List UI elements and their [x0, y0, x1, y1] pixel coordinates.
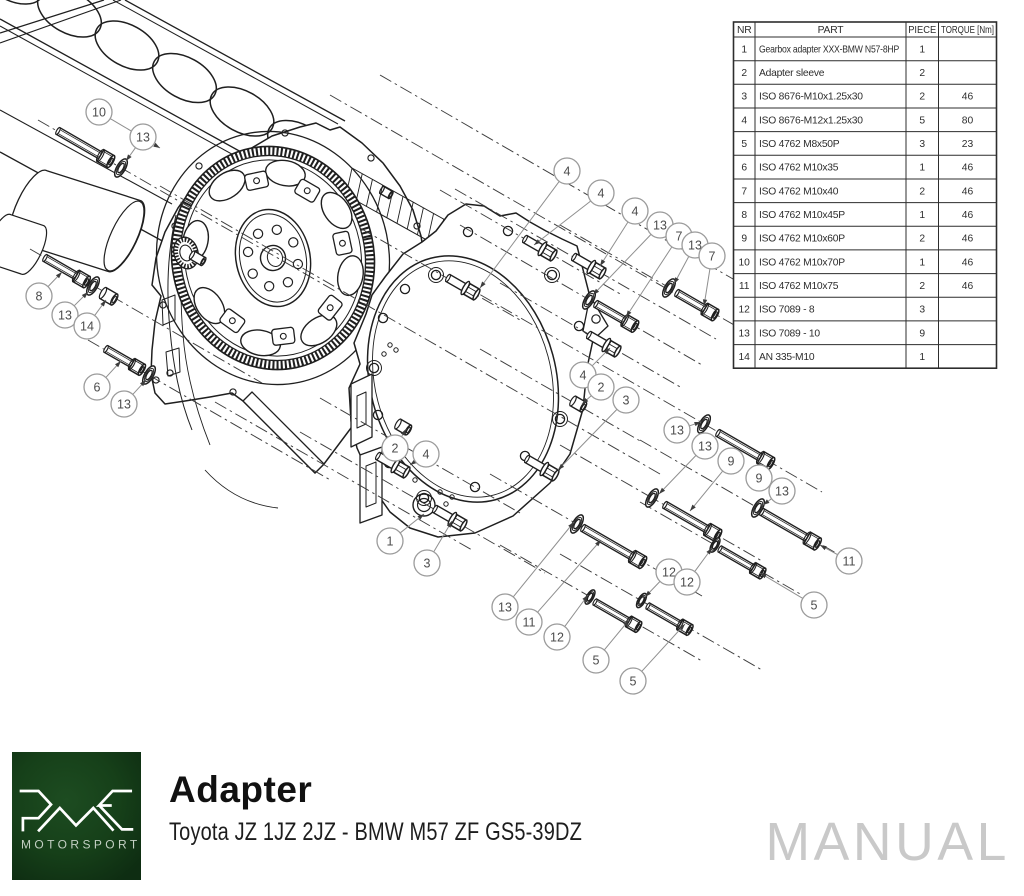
- svg-text:1: 1: [919, 257, 925, 268]
- svg-text:3: 3: [919, 139, 925, 150]
- svg-text:2: 2: [919, 92, 925, 103]
- svg-text:7: 7: [709, 249, 716, 263]
- svg-text:8: 8: [36, 289, 43, 303]
- svg-text:3: 3: [424, 556, 431, 570]
- svg-text:6: 6: [94, 380, 101, 394]
- svg-text:13: 13: [117, 397, 131, 411]
- svg-text:46: 46: [962, 163, 974, 174]
- svg-text:1: 1: [919, 210, 925, 221]
- svg-text:AN 335-M10: AN 335-M10: [759, 352, 815, 363]
- svg-text:4: 4: [564, 164, 571, 178]
- svg-text:1: 1: [387, 534, 394, 548]
- svg-text:5: 5: [919, 115, 925, 126]
- svg-text:2: 2: [919, 234, 925, 245]
- svg-text:2: 2: [919, 68, 925, 79]
- svg-text:13: 13: [653, 218, 667, 232]
- svg-text:9: 9: [919, 328, 925, 339]
- svg-text:2: 2: [919, 281, 925, 292]
- svg-text:4: 4: [598, 186, 605, 200]
- svg-text:46: 46: [962, 281, 974, 292]
- svg-text:4: 4: [632, 204, 639, 218]
- svg-text:ISO 4762 M10x40: ISO 4762 M10x40: [759, 186, 839, 197]
- svg-text:ISO 7089 - 8: ISO 7089 - 8: [759, 305, 815, 316]
- svg-text:5: 5: [630, 674, 637, 688]
- svg-text:ISO 4762 M10x45P: ISO 4762 M10x45P: [759, 210, 845, 221]
- svg-text:11: 11: [739, 281, 750, 292]
- svg-text:5: 5: [593, 653, 600, 667]
- svg-text:13: 13: [775, 484, 789, 498]
- svg-text:46: 46: [962, 234, 974, 245]
- svg-text:3: 3: [623, 393, 630, 407]
- svg-text:23: 23: [962, 139, 974, 150]
- svg-text:1: 1: [919, 352, 925, 363]
- svg-text:ISO 4762 M10x35: ISO 4762 M10x35: [759, 163, 839, 174]
- svg-text:46: 46: [962, 92, 974, 103]
- svg-text:ISO 4762 M10x70P: ISO 4762 M10x70P: [759, 257, 845, 268]
- svg-text:46: 46: [962, 257, 974, 268]
- svg-text:13: 13: [498, 600, 512, 614]
- svg-text:10: 10: [92, 105, 106, 119]
- svg-text:9: 9: [728, 454, 735, 468]
- svg-text:2: 2: [919, 186, 925, 197]
- svg-text:7: 7: [741, 186, 747, 197]
- svg-text:ISO 4762 M10x60P: ISO 4762 M10x60P: [759, 234, 845, 245]
- svg-text:11: 11: [843, 554, 856, 568]
- svg-text:13: 13: [670, 423, 684, 437]
- svg-text:5: 5: [811, 598, 818, 612]
- svg-text:2: 2: [392, 441, 399, 455]
- svg-text:46: 46: [962, 210, 974, 221]
- svg-text:8: 8: [741, 210, 747, 221]
- svg-text:4: 4: [423, 447, 430, 461]
- svg-text:NR: NR: [737, 25, 751, 36]
- svg-text:13: 13: [136, 130, 150, 144]
- svg-text:ISO 4762 M10x75: ISO 4762 M10x75: [759, 281, 839, 292]
- svg-text:4: 4: [741, 115, 747, 126]
- svg-text:80: 80: [962, 115, 974, 126]
- svg-text:4: 4: [580, 368, 587, 382]
- svg-text:9: 9: [756, 471, 763, 485]
- svg-text:1: 1: [919, 44, 925, 55]
- svg-text:7: 7: [676, 229, 683, 243]
- svg-text:Adapter sleeve: Adapter sleeve: [759, 68, 825, 79]
- svg-text:14: 14: [80, 319, 94, 333]
- svg-text:PIECE: PIECE: [908, 25, 936, 36]
- svg-text:MOTORSPORT: MOTORSPORT: [21, 838, 141, 852]
- svg-text:6: 6: [741, 163, 747, 174]
- svg-text:ISO 4762 M8x50P: ISO 4762 M8x50P: [759, 139, 840, 150]
- svg-text:9: 9: [741, 234, 747, 245]
- svg-text:12: 12: [680, 575, 694, 589]
- svg-text:10: 10: [738, 257, 750, 268]
- svg-text:2: 2: [598, 380, 605, 394]
- svg-text:14: 14: [738, 352, 750, 363]
- svg-text:13: 13: [698, 439, 712, 453]
- svg-text:5: 5: [741, 139, 747, 150]
- svg-text:11: 11: [523, 615, 536, 629]
- svg-text:3: 3: [919, 305, 925, 316]
- svg-text:Gearbox adapter XXX-BMW N57-8H: Gearbox adapter XXX-BMW N57-8HP: [759, 44, 899, 55]
- svg-text:12: 12: [662, 565, 676, 579]
- svg-text:2: 2: [741, 68, 747, 79]
- svg-text:1: 1: [741, 44, 747, 55]
- svg-text:13: 13: [58, 308, 72, 322]
- svg-text:ISO 8676-M12x1.25x30: ISO 8676-M12x1.25x30: [759, 115, 863, 126]
- svg-text:12: 12: [550, 630, 564, 644]
- svg-text:46: 46: [962, 186, 974, 197]
- svg-text:TORQUE [Nm]: TORQUE [Nm]: [941, 25, 994, 36]
- svg-text:1: 1: [919, 163, 925, 174]
- svg-text:13: 13: [738, 328, 750, 339]
- svg-text:13: 13: [688, 238, 702, 252]
- svg-text:3: 3: [741, 92, 747, 103]
- svg-text:PART: PART: [818, 25, 845, 36]
- svg-text:ISO 7089 - 10: ISO 7089 - 10: [759, 328, 820, 339]
- svg-text:12: 12: [738, 305, 750, 316]
- svg-text:ISO 8676-M10x1.25x30: ISO 8676-M10x1.25x30: [759, 92, 863, 103]
